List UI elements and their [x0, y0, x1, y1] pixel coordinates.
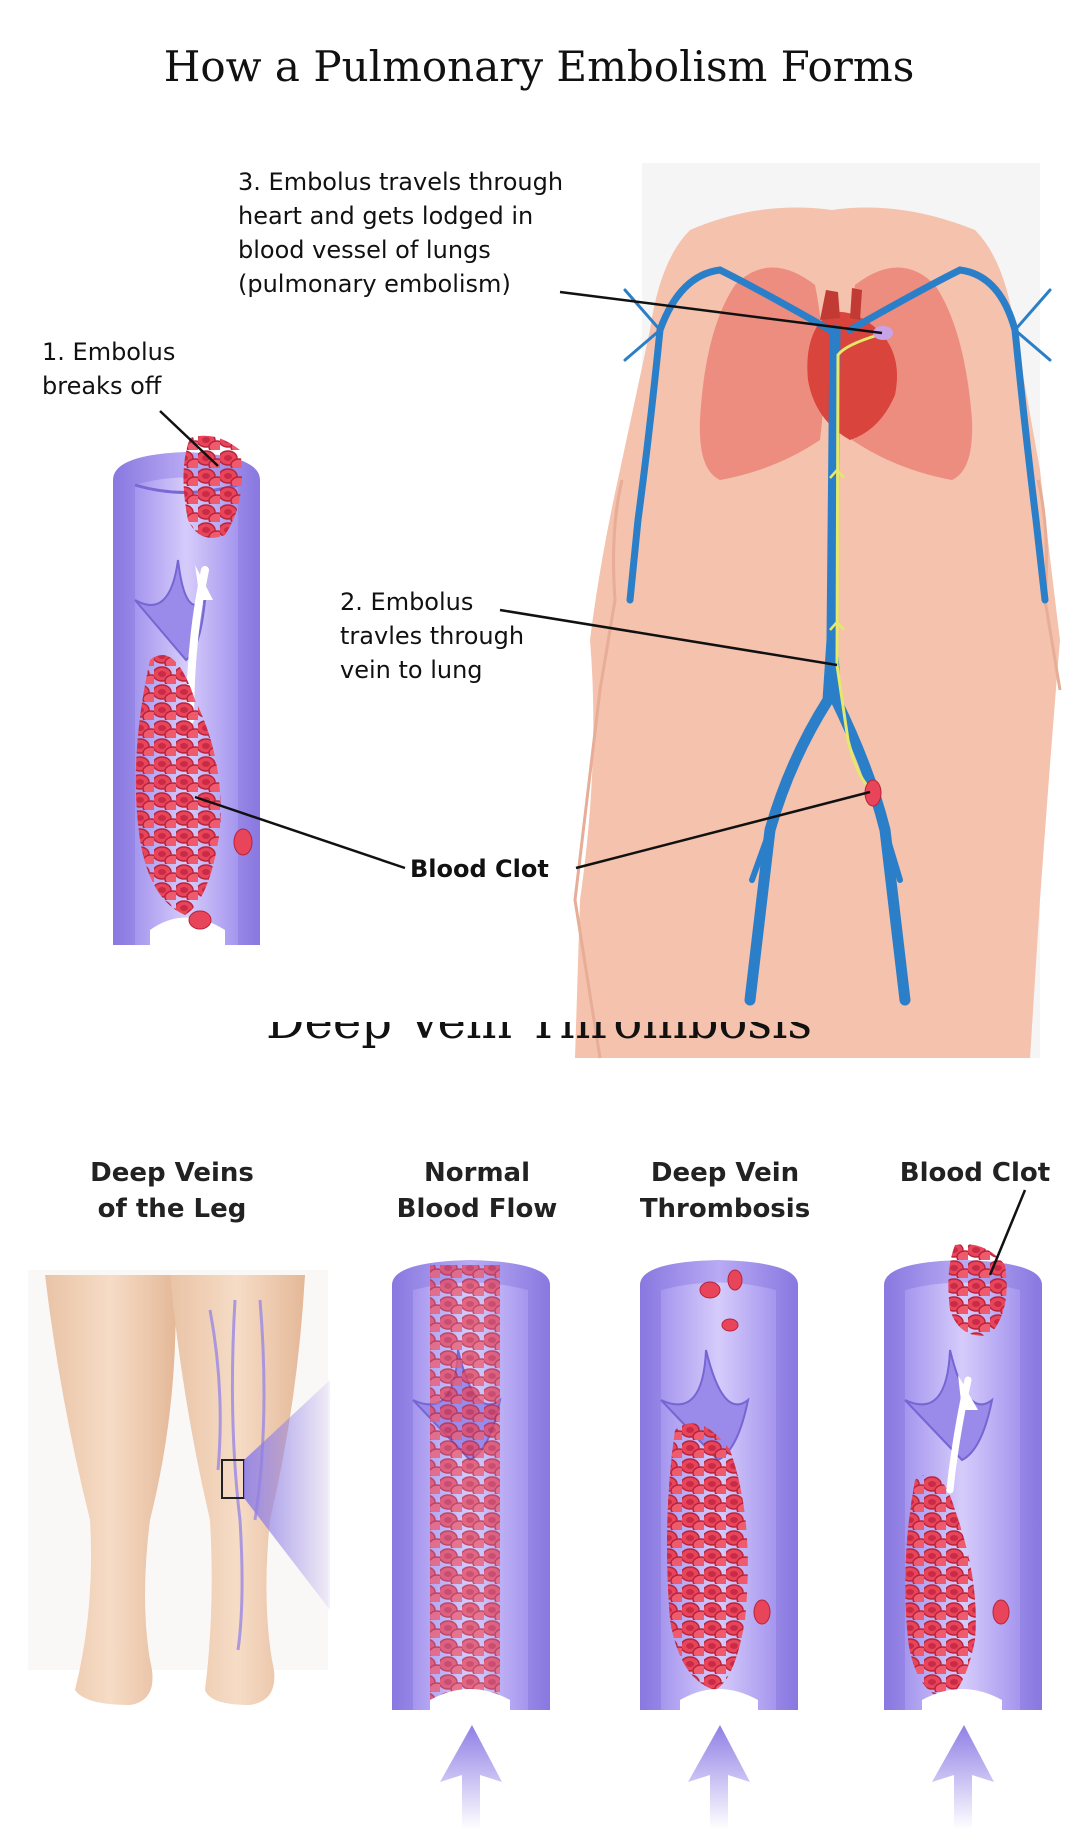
panel-title-normal-flow: Normal Blood Flow	[372, 1155, 582, 1227]
panel-title-dvt: Deep Vein Thrombosis	[620, 1155, 830, 1227]
section-title-dvt: Deep Vein Thrombosis	[0, 1022, 1078, 1056]
vein-cross-section-top	[113, 436, 260, 945]
label-step-3: 3. Embolus travels through heart and get…	[238, 165, 563, 301]
vein-panel-normal	[392, 1260, 550, 1710]
vein-panel-dvt	[640, 1260, 798, 1710]
legs-illustration	[28, 1270, 330, 1705]
flow-arrows	[440, 1725, 994, 1829]
label-step-1: 1. Embolus breaks off	[42, 335, 175, 403]
label-blood-clot: Blood Clot	[410, 852, 549, 886]
panel-title-blood-clot: Blood Clot	[880, 1155, 1070, 1191]
label-step-2: 2. Embolus travles through vein to lung	[340, 585, 524, 687]
vein-panel-clot	[884, 1190, 1042, 1710]
panel-title-deep-veins: Deep Veins of the Leg	[62, 1155, 282, 1227]
body-illustration	[575, 163, 1060, 1058]
